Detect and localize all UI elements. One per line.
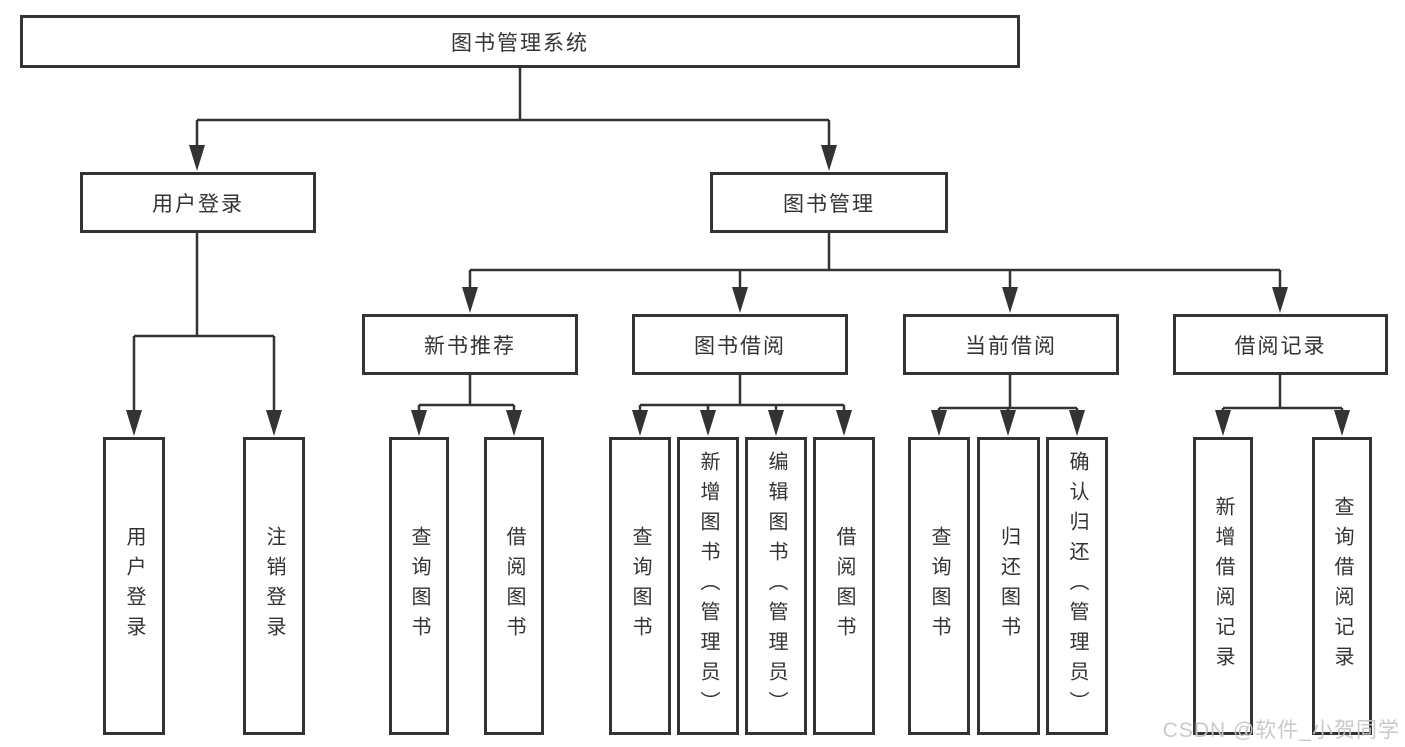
leaf-confirm-return-admin: 确认归还（管理员）: [1046, 437, 1108, 735]
connector-new-books: [417, 375, 516, 414]
leaf-edit-books-admin: 编辑图书（管理员）: [745, 437, 807, 735]
leaf-label: 新增图书（管理员）: [697, 451, 719, 721]
node-user-login: 用户登录: [80, 172, 316, 233]
arrow-down-icon: [506, 410, 522, 436]
leaf-label: 确认归还（管理员）: [1066, 451, 1088, 721]
leaf-label: 查询图书: [928, 526, 950, 646]
arrow-down-icon: [732, 287, 748, 313]
leaf-label: 查询借阅记录: [1331, 496, 1353, 676]
arrow-down-icon: [411, 410, 427, 436]
node-root-system: 图书管理系统: [20, 15, 1020, 68]
arrow-down-icon: [126, 410, 142, 436]
arrow-down-icon: [1000, 410, 1016, 436]
arrow-down-icon: [632, 410, 648, 436]
connector-borrow-records: [1221, 375, 1344, 414]
leaf-label: 借阅图书: [833, 526, 855, 646]
arrow-down-icon: [768, 410, 784, 436]
leaf-label: 查询图书: [629, 526, 651, 646]
leaf-query-borrow-record: 查询借阅记录: [1312, 437, 1372, 735]
leaf-borrow-books-borrowing: 借阅图书: [813, 437, 875, 735]
leaf-label: 新增借阅记录: [1212, 496, 1234, 676]
arrow-down-icon: [189, 145, 205, 171]
arrow-down-icon: [1272, 287, 1288, 313]
node-new-book-recommend: 新书推荐: [362, 314, 578, 375]
arrow-down-icon: [700, 410, 716, 436]
leaf-label: 查询图书: [408, 526, 430, 646]
leaf-label: 归还图书: [997, 526, 1020, 646]
arrow-down-icon: [1215, 410, 1231, 436]
connector-book-mgmt: [468, 233, 1282, 292]
leaf-label: 注销登录: [263, 526, 285, 646]
leaf-logout: 注销登录: [243, 437, 305, 735]
connector-book-borrow: [638, 375, 846, 414]
leaf-add-borrow-record: 新增借阅记录: [1193, 437, 1253, 735]
leaf-label: 用户登录: [123, 526, 145, 646]
node-current-borrowing: 当前借阅: [903, 314, 1119, 375]
arrow-down-icon: [836, 410, 852, 436]
arrow-down-icon: [1334, 410, 1350, 436]
connector-user-login: [132, 233, 276, 416]
leaf-borrow-books-recommend: 借阅图书: [484, 437, 544, 735]
connector-current-borrow: [937, 375, 1079, 414]
leaf-query-books-current: 查询图书: [908, 437, 970, 735]
csdn-watermark: CSDN @软件_小贺同学: [1162, 719, 1400, 742]
leaf-label: 借阅图书: [503, 526, 525, 646]
arrow-down-icon: [1069, 410, 1085, 436]
arrow-down-icon: [1002, 287, 1018, 313]
leaf-query-books-borrowing: 查询图书: [609, 437, 671, 735]
leaf-return-books: 归还图书: [977, 437, 1040, 735]
leaf-add-books-admin: 新增图书（管理员）: [677, 437, 739, 735]
arrow-down-icon: [931, 410, 947, 436]
node-borrow-records: 借阅记录: [1173, 314, 1388, 375]
arrow-down-icon: [462, 287, 478, 313]
arrow-down-icon: [821, 145, 837, 171]
leaf-label: 编辑图书（管理员）: [765, 451, 787, 721]
arrow-down-icon: [266, 410, 282, 436]
node-book-borrowing: 图书借阅: [632, 314, 848, 375]
connector-root: [195, 68, 831, 150]
node-book-management: 图书管理: [710, 172, 948, 233]
leaf-query-books-recommend: 查询图书: [389, 437, 449, 735]
leaf-user-login: 用户登录: [103, 437, 165, 735]
